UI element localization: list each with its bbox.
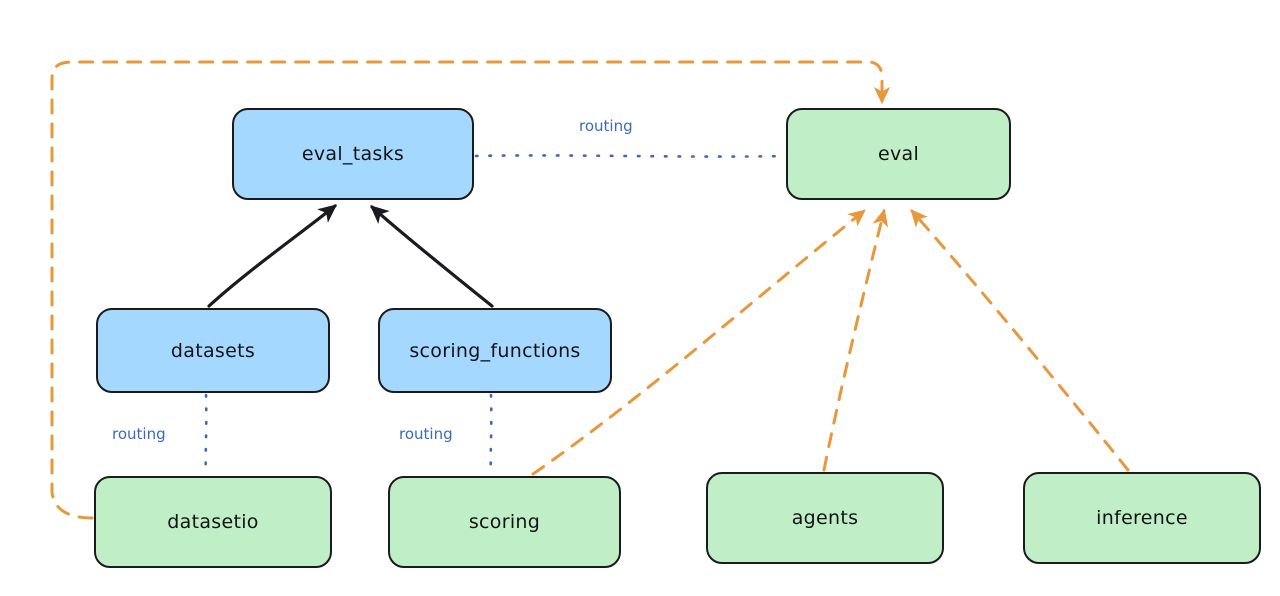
node-label-datasetio: datasetio: [167, 511, 259, 533]
edge-inference-to-eval: [910, 209, 1130, 472]
edge-eval-tasks-to-eval: [474, 154, 786, 158]
node-label-eval-tasks: eval_tasks: [301, 143, 405, 165]
edge-label-routing-datasets-datasetio: routing: [112, 425, 166, 443]
edge-agents-to-eval: [822, 208, 889, 472]
edge-label-routing-eval-tasks-eval: routing: [579, 117, 633, 135]
node-datasetio[interactable]: datasetio: [94, 476, 332, 568]
node-scoring-functions[interactable]: scoring_functions: [378, 308, 612, 393]
node-label-inference: inference: [1096, 507, 1188, 529]
node-agents[interactable]: agents: [706, 472, 944, 564]
node-label-scoring: scoring: [468, 511, 541, 533]
node-label-scoring-functions: scoring_functions: [409, 339, 581, 362]
edge-datasets-to-eval-tasks: [207, 204, 337, 308]
edge-datasetio-to-eval: [50, 60, 891, 520]
edge-scoring-functions-to-scoring: [489, 393, 493, 476]
edge-scoring-to-eval: [531, 209, 866, 476]
node-label-agents: agents: [791, 507, 859, 529]
edge-scoring-functions-to-eval-tasks: [370, 205, 494, 308]
node-scoring[interactable]: scoring: [388, 476, 621, 568]
node-inference[interactable]: inference: [1023, 472, 1261, 564]
edge-datasets-to-datasetio: [204, 393, 208, 476]
node-label-datasets: datasets: [170, 339, 256, 362]
node-eval-tasks[interactable]: eval_tasks: [232, 108, 474, 200]
node-eval[interactable]: eval: [786, 108, 1011, 200]
node-label-eval: eval: [877, 143, 920, 165]
edge-label-routing-scoring-functions-scoring: routing: [399, 425, 453, 443]
node-datasets[interactable]: datasets: [96, 308, 330, 393]
